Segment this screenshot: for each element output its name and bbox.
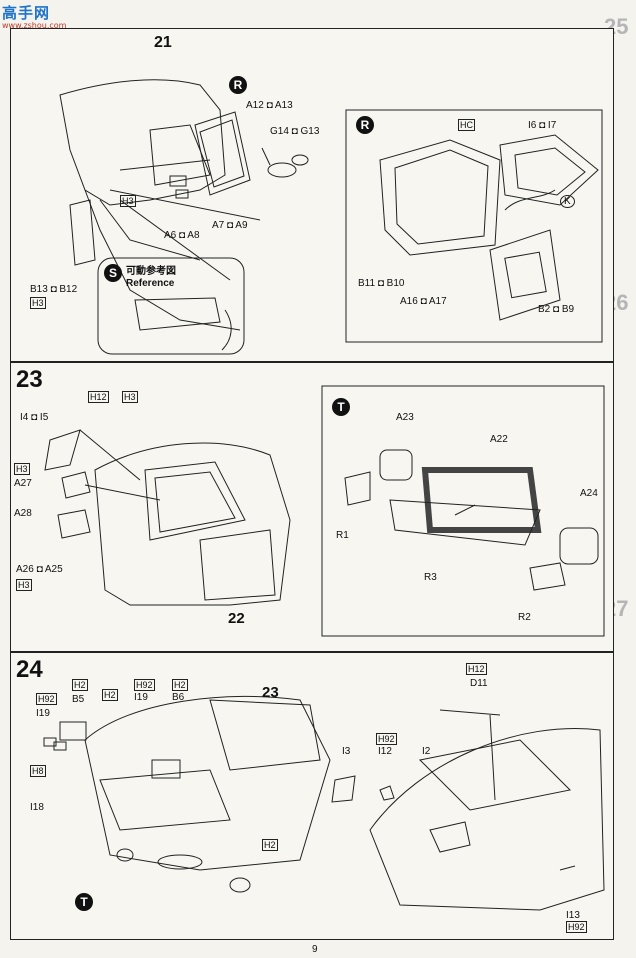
label-h92-i12: H92 xyxy=(376,733,397,745)
marker-t-box: T xyxy=(332,398,350,416)
page-number: 9 xyxy=(312,944,318,955)
label-h3-b13: H3 xyxy=(30,297,46,309)
label-h2-center: H2 xyxy=(102,689,118,701)
marker-t-step24: T xyxy=(75,893,93,911)
label-h2-b5: H2 xyxy=(72,679,88,691)
label-i19-center: I19 xyxy=(134,692,148,703)
step-21-part-label: 21 xyxy=(154,34,172,51)
label-h3-a26: H3 xyxy=(16,579,32,591)
label-k-marker: K xyxy=(560,195,575,208)
step-23-number: 23 xyxy=(16,366,43,393)
step-24-number: 24 xyxy=(16,656,43,683)
reference-en: Reference xyxy=(126,278,175,289)
label-i19-left: I19 xyxy=(36,708,50,719)
label-g14-g13: G14 ◘ G13 xyxy=(270,126,320,137)
marker-r-step21: R xyxy=(229,76,247,94)
watermark-logo: 高手网 www.zshou.com xyxy=(2,2,82,32)
label-h92-i19-left: H92 xyxy=(36,693,57,705)
label-i4-i5: I4 ◘ I5 xyxy=(20,412,49,423)
label-h3-step21: H3 xyxy=(120,195,136,207)
label-h92-i19-center: H92 xyxy=(134,679,155,691)
label-i13: I13 xyxy=(566,910,580,921)
label-a27: A27 xyxy=(14,478,32,489)
label-b13-b12: B13 ◘ B12 xyxy=(30,284,78,295)
step-22-part-label: 22 xyxy=(228,610,245,627)
step-23-part-label: 23 xyxy=(262,684,279,701)
label-r1: R1 xyxy=(336,530,349,541)
label-h92-i13: H92 xyxy=(566,921,587,933)
watermark-sub: www.zshou.com xyxy=(2,21,67,30)
label-b6: B6 xyxy=(172,692,185,703)
label-a16-a17: A16 ◘ A17 xyxy=(400,296,447,307)
marker-r-box: R xyxy=(356,116,374,134)
marker-s: S xyxy=(104,264,122,282)
label-i6-i7: I6 ◘ I7 xyxy=(528,120,557,131)
label-d11: D11 xyxy=(470,678,488,689)
reference-jp: 可動参考図 xyxy=(126,266,176,277)
label-hc: HC xyxy=(458,119,475,131)
label-b11-b10: B11 ◘ B10 xyxy=(358,278,405,289)
label-i3: I3 xyxy=(342,746,351,757)
label-a23: A23 xyxy=(396,412,414,423)
label-a24: A24 xyxy=(580,488,598,499)
label-a12-a13: A12 ◘ A13 xyxy=(246,100,293,111)
label-a22: A22 xyxy=(490,434,508,445)
label-i18: I18 xyxy=(30,802,44,813)
label-a26-a25: A26 ◘ A25 xyxy=(16,564,63,575)
step-24-panel xyxy=(10,652,614,940)
label-a28: A28 xyxy=(14,508,32,519)
step-23-panel xyxy=(10,362,614,652)
label-h12-step23: H12 xyxy=(88,391,109,403)
label-h2-b6: H2 xyxy=(172,679,188,691)
label-a7-a9: A7 ◘ A9 xyxy=(212,220,248,231)
label-b5: B5 xyxy=(72,694,85,705)
label-r3: R3 xyxy=(424,572,437,583)
label-h12-step24: H12 xyxy=(466,663,487,675)
label-r2: R2 xyxy=(518,612,531,623)
label-h3-a27: H3 xyxy=(14,463,30,475)
label-h8: H8 xyxy=(30,765,46,777)
label-h3-step23: H3 xyxy=(122,391,138,403)
label-h2-bottom: H2 xyxy=(262,839,278,851)
label-b2-b9: B2 ◘ B9 xyxy=(538,304,575,315)
label-a6-a8: A6 ◘ A8 xyxy=(164,230,200,241)
label-i2: I2 xyxy=(422,746,431,757)
label-i12: I12 xyxy=(378,746,392,757)
watermark-main: 高手网 xyxy=(2,4,51,22)
